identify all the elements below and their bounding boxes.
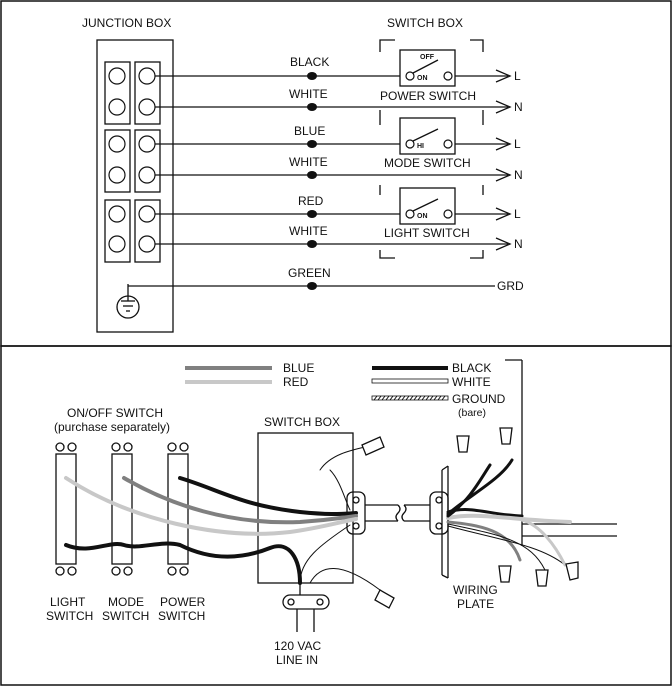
light-switch-label-1: LIGHT [50, 595, 86, 609]
wiring-plate-label-1: WIRING [453, 583, 498, 597]
junction-box [96, 39, 174, 333]
output-label-grd: GRD [497, 279, 524, 293]
legend-black: BLACK [452, 361, 491, 375]
onoff-switch-title: ON/OFF SWITCH [67, 406, 163, 420]
switch-box-title: SWITCH BOX [387, 16, 463, 30]
output-label-n: N [514, 168, 523, 182]
light-switch-label: LIGHT SWITCH [384, 226, 470, 240]
legend: BLUE RED BLACK WHITE GROUND (bare) [185, 361, 506, 419]
output-label-n: N [514, 100, 523, 114]
light-switch-label-2: SWITCH [46, 609, 93, 623]
wire-label-white: WHITE [289, 155, 328, 169]
onoff-switch-note: (purchase separately) [54, 420, 170, 434]
off-label: OFF [420, 54, 435, 61]
switch-box-outline [379, 39, 484, 259]
wire-label-white: WHITE [289, 87, 328, 101]
pictorial: BLUE RED BLACK WHITE GROUND (bare) ON/OF… [46, 359, 617, 667]
switch-box-label: SWITCH BOX [264, 415, 340, 429]
pictorial-panel [0, 345, 672, 686]
wire-nut-icons [361, 427, 579, 609]
output-label-l: L [514, 137, 521, 151]
on-label: ON [417, 75, 428, 82]
mode-switch-symbol: HI [399, 117, 456, 155]
legend-ground: GROUND [452, 392, 506, 406]
wire-label-blue: BLUE [294, 124, 325, 138]
mode-switch-label: MODE SWITCH [384, 156, 471, 170]
wire-label-white: WHITE [289, 224, 328, 238]
power-switch-label-1: POWER [160, 595, 206, 609]
field-wires [64, 445, 572, 591]
hi-label: HI [417, 143, 424, 150]
schematic-panel [0, 0, 672, 347]
light-switch-device [55, 442, 77, 576]
line-in-label-2: LINE IN [276, 653, 318, 667]
mode-switch-label-2: SWITCH [102, 609, 149, 623]
junction-box-title: JUNCTION BOX [82, 16, 171, 30]
legend-white: WHITE [452, 375, 491, 389]
terminal-blocks [104, 61, 161, 263]
wire-label-black: BLACK [290, 55, 329, 69]
line-in-label-1: 120 VAC [274, 639, 321, 653]
legend-blue: BLUE [283, 361, 314, 375]
power-switch-label: POWER SWITCH [380, 89, 476, 103]
box-clamp [282, 583, 330, 632]
output-label-l: L [514, 69, 521, 83]
connection-dots [307, 72, 317, 290]
on-label: ON [417, 213, 428, 220]
light-switch-symbol: ON [399, 187, 456, 225]
ground-symbol-icon [116, 284, 140, 319]
mode-switch-label-1: MODE [108, 595, 144, 609]
legend-ground-note: (bare) [458, 407, 486, 419]
schematic-wires [128, 75, 508, 287]
switch-box [257, 432, 354, 584]
wiring-plate-label-2: PLATE [457, 597, 494, 611]
conduit-fitting [346, 491, 449, 535]
arrowhead-icons [495, 69, 512, 251]
output-label-n: N [514, 237, 523, 251]
wire-label-green: GREEN [288, 266, 331, 280]
power-switch-symbol: OFF ON [399, 49, 456, 87]
schematic: JUNCTION BOX SWITCH BOX [82, 16, 524, 333]
wire-label-red: RED [298, 194, 324, 208]
legend-red: RED [283, 375, 309, 389]
power-switch-device [167, 442, 189, 576]
output-label-l: L [514, 207, 521, 221]
power-switch-label-2: SWITCH [158, 609, 205, 623]
